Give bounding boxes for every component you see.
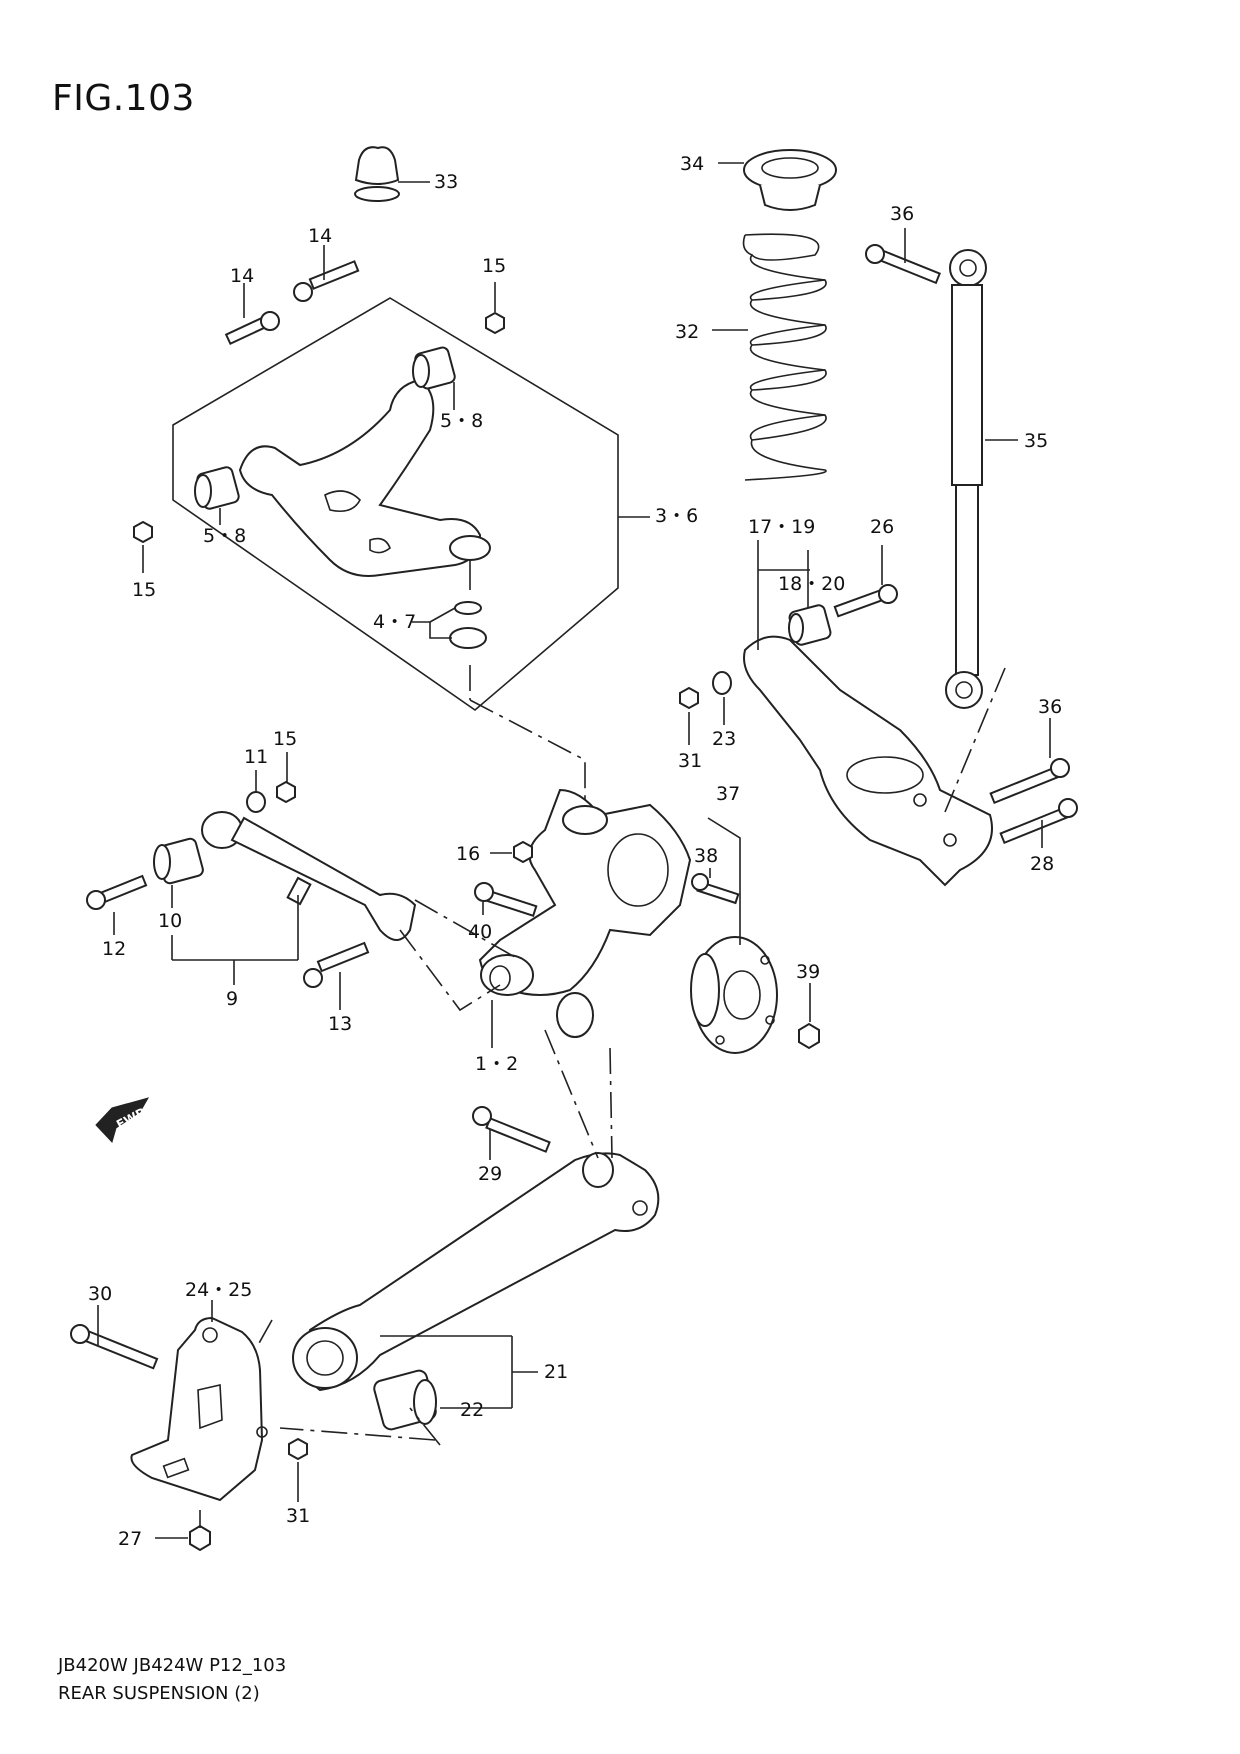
callout-13: 13 [328, 1013, 352, 1035]
callout-30: 30 [88, 1283, 112, 1305]
callout-16: 16 [456, 843, 480, 865]
nut-part-15-c [276, 752, 296, 804]
bushing-part-5-8-b [194, 466, 240, 525]
footer-model-line: JB420W JB424W P12_103 [58, 1655, 287, 1676]
bolt-part-14-a [224, 283, 280, 346]
callout-37: 37 [716, 783, 740, 805]
callout-10: 10 [158, 910, 182, 932]
nut-part-39 [798, 983, 820, 1050]
bushing-part-5-8-a [412, 346, 456, 410]
callout-31-right: 31 [678, 750, 702, 772]
callout-38: 38 [694, 845, 718, 867]
callout-27: 27 [118, 1528, 142, 1550]
callout-36-top: 36 [890, 203, 914, 225]
bushing-part-22 [373, 1369, 512, 1431]
hub-bearing-part-37 [690, 817, 778, 1054]
callout-14-b: 14 [308, 225, 332, 247]
callout-15-a: 15 [482, 255, 506, 277]
callout-5-8-b: 5・8 [203, 525, 246, 547]
footer: JB420W JB424W P12_103 REAR SUSPENSION (2… [58, 1652, 286, 1708]
bracket-part-24-25 [130, 1300, 268, 1502]
bolt-part-40 [474, 882, 538, 918]
bolt-part-12 [86, 874, 148, 935]
trailing-arm-part-21 [292, 1152, 660, 1408]
bolt-part-27 [155, 1510, 211, 1552]
nut-part-16 [490, 840, 533, 864]
bolt-part-14-b [293, 245, 360, 302]
callout-15-c: 15 [273, 728, 297, 750]
callout-33: 33 [434, 171, 458, 193]
washer-part-11 [246, 770, 266, 813]
shock-absorber-part-35 [945, 249, 1018, 709]
callout-28: 28 [1030, 853, 1054, 875]
callout-5-8-a: 5・8 [440, 410, 483, 432]
callout-18-20: 18・20 [778, 573, 845, 595]
callout-39: 39 [796, 961, 820, 983]
callout-35: 35 [1024, 430, 1048, 452]
bolt-part-36-top [865, 228, 941, 285]
callout-21: 21 [544, 1361, 568, 1383]
bolt-part-29 [472, 1106, 551, 1160]
footer-section-title: REAR SUSPENSION (2) [58, 1683, 260, 1704]
callout-12: 12 [102, 938, 126, 960]
callout-1-2: 1・2 [475, 1053, 518, 1075]
nut-part-15-a [485, 282, 505, 335]
nut-part-15-b [133, 520, 153, 573]
bolt-part-30 [70, 1305, 159, 1370]
bolt-part-26 [833, 545, 898, 618]
callout-36-right: 36 [1038, 696, 1062, 718]
callout-31-bottom: 31 [286, 1505, 310, 1527]
bump-stopper-part-33 [354, 146, 430, 202]
callout-4-7: 4・7 [373, 611, 416, 633]
upper-arm [238, 378, 482, 577]
knuckle-part-1-2 [478, 788, 692, 1048]
washer-part-23 [712, 671, 732, 725]
bolts-part-36-28 [989, 718, 1078, 848]
lower-link-right [743, 540, 993, 887]
nut-part-31-bottom [288, 1437, 308, 1502]
coil-spring-part-32 [712, 233, 827, 481]
callout-23: 23 [712, 728, 736, 750]
callout-9: 9 [226, 988, 238, 1010]
bushing-part-18-20 [788, 604, 832, 646]
lateral-rod-part-9 [171, 811, 417, 985]
callout-29: 29 [478, 1163, 502, 1185]
callout-22: 22 [460, 1399, 484, 1421]
bolt-part-13 [303, 941, 370, 1010]
callout-17-19: 17・19 [748, 516, 815, 538]
callout-3-6: 3・6 [655, 505, 698, 527]
bushing-part-10 [153, 837, 204, 908]
fwd-direction-marker: FWD [95, 1097, 150, 1143]
nut-part-31-right [679, 686, 699, 745]
spring-seat-part-34 [718, 149, 837, 211]
bolt-part-38 [691, 868, 740, 905]
callout-26: 26 [870, 516, 894, 538]
figure-title: FIG.103 [52, 78, 195, 119]
callout-11: 11 [244, 746, 268, 768]
callout-40: 40 [468, 921, 492, 943]
callout-14-a: 14 [230, 265, 254, 287]
callout-34: 34 [680, 153, 704, 175]
callout-24-25: 24・25 [185, 1279, 252, 1301]
callout-15-b: 15 [132, 579, 156, 601]
callout-32: 32 [675, 321, 699, 343]
ball-joint-part-4-7 [412, 535, 491, 649]
upper-arm-group-box [172, 297, 650, 712]
